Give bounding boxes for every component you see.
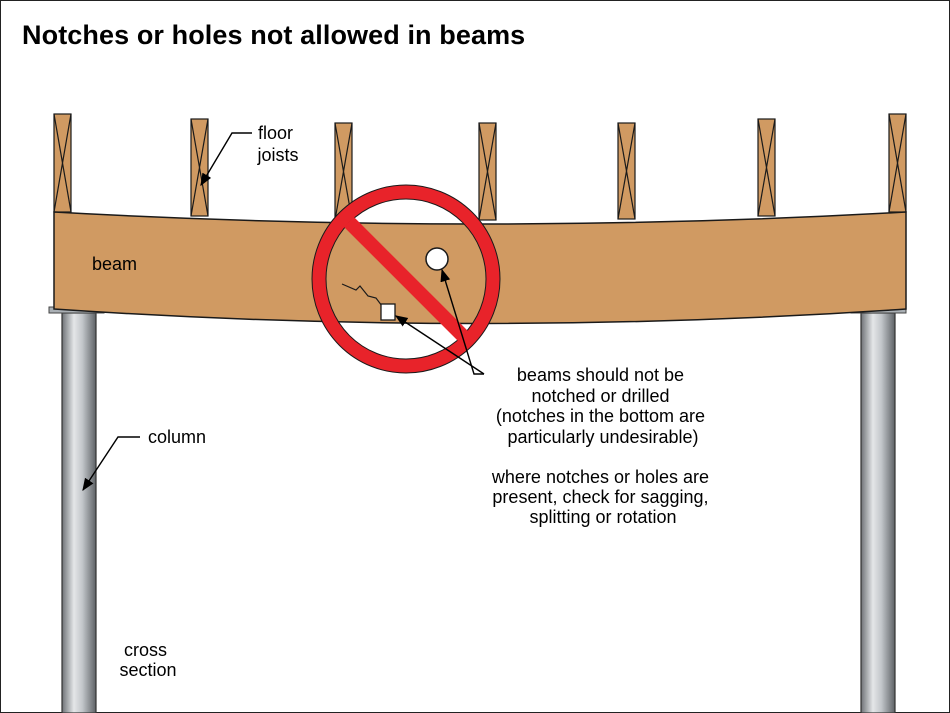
joist-leader-arrow <box>200 132 252 187</box>
left-column <box>61 312 97 713</box>
floor-joists <box>53 113 907 221</box>
joist <box>757 118 776 217</box>
leader-arrows <box>82 132 485 492</box>
floor-joists-label: floor joists <box>256 123 298 165</box>
warning-text: beams should not be notched or drilled (… <box>496 365 710 447</box>
split-crack <box>341 283 383 307</box>
right-column <box>860 312 896 713</box>
joist <box>53 113 72 213</box>
hole-leader-arrow <box>440 268 484 375</box>
page-title: Notches or holes not allowed in beams <box>22 20 526 50</box>
drilled-hole <box>425 247 449 271</box>
notch-leader-arrow <box>394 315 485 375</box>
joist <box>888 113 907 213</box>
beam-notch <box>380 303 396 321</box>
column-label: column <box>148 427 206 447</box>
no-symbol-icon <box>311 184 501 374</box>
cross-section-label: cross section <box>119 640 176 680</box>
beam-label: beam <box>92 254 137 274</box>
joist <box>190 118 209 217</box>
joist <box>617 122 636 220</box>
check-text: where notches or holes are present, chec… <box>491 467 714 527</box>
joist <box>478 122 497 221</box>
column-leader-arrow <box>82 436 140 492</box>
